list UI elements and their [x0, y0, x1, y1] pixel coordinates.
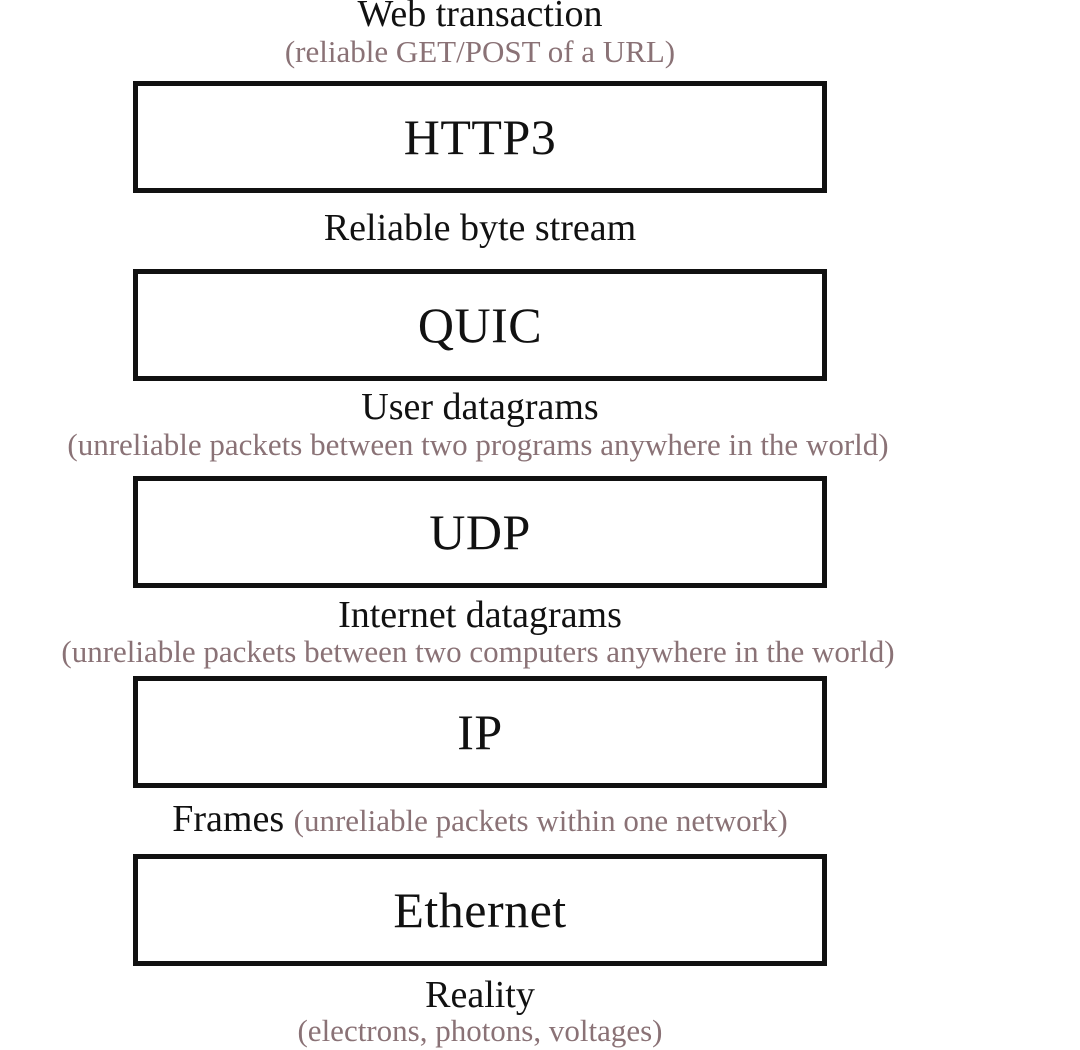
- http3-layer-label: HTTP3: [403, 109, 557, 165]
- frames-row: Frames (unreliable packets within one ne…: [0, 797, 960, 843]
- ethernet-layer-box: Ethernet: [133, 854, 827, 966]
- udp-layer-label: UDP: [429, 504, 531, 560]
- frames-description: (unreliable packets within one network): [293, 803, 788, 838]
- udp-layer-box: UDP: [133, 476, 827, 588]
- web-transaction-label: Web transaction: [357, 0, 603, 35]
- internet-datagrams-label: Internet datagrams: [338, 594, 622, 636]
- user-datagrams-label: User datagrams: [361, 386, 599, 428]
- internet-datagrams-description: (unreliable packets between two computer…: [61, 634, 895, 669]
- http3-layer-box: HTTP3: [133, 81, 827, 193]
- reality-label: Reality: [425, 974, 535, 1016]
- reality-description: (electrons, photons, voltages): [297, 1013, 663, 1048]
- reliable-byte-stream-label: Reliable byte stream: [323, 207, 637, 249]
- ip-layer-box: IP: [133, 676, 827, 788]
- frames-label: Frames: [172, 798, 285, 840]
- ip-layer-label: IP: [457, 704, 503, 760]
- quic-layer-label: QUIC: [417, 297, 543, 353]
- quic-layer-box: QUIC: [133, 269, 827, 381]
- ethernet-layer-label: Ethernet: [393, 882, 567, 938]
- web-transaction-description: (reliable GET/POST of a URL): [284, 34, 676, 69]
- user-datagrams-description: (unreliable packets between two programs…: [67, 427, 889, 462]
